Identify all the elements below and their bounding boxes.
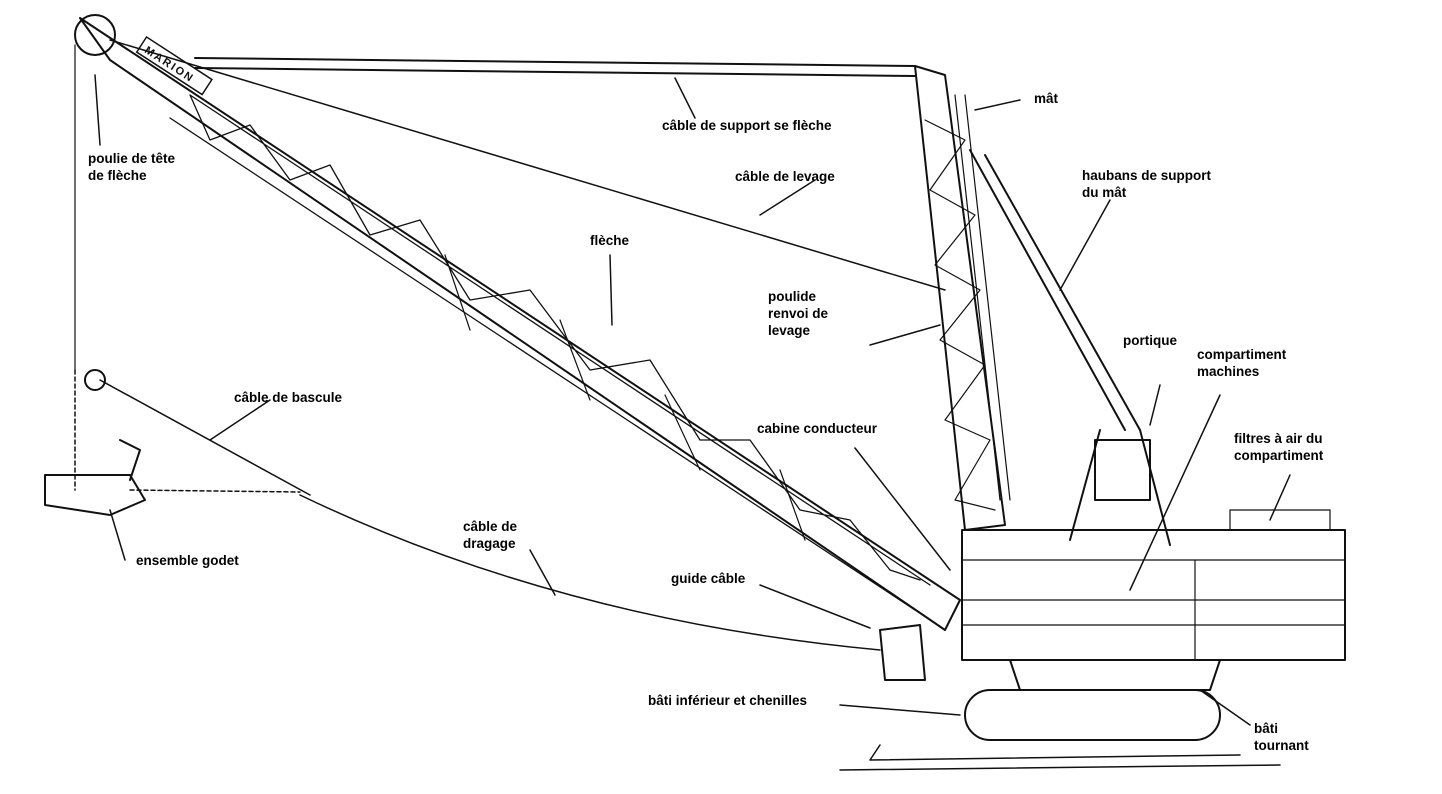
hoist-cable: [109, 39, 946, 291]
ground: [839, 744, 1281, 771]
label-line: dragage: [463, 536, 516, 551]
boom-outline: [79, 17, 961, 631]
label-line: câble de: [463, 519, 518, 534]
house-details: [961, 509, 1346, 661]
label-line: portique: [1123, 333, 1177, 348]
label-portique: portique: [1123, 332, 1177, 349]
label-filtres-air: filtres à air du compartiment: [1234, 430, 1323, 464]
label-poulide-renvoi-levage: poulide renvoi de levage: [768, 288, 828, 339]
mast-ladder: [954, 94, 1011, 501]
label-line: machines: [1197, 364, 1260, 379]
label-line: compartiment: [1197, 347, 1287, 362]
label-ensemble-godet: ensemble godet: [136, 552, 239, 569]
label-line: guide câble: [671, 571, 746, 586]
drag-cable: [299, 494, 881, 651]
label-guide-cable: guide câble: [671, 570, 745, 587]
label-cable-support-fleche: câble de support se flèche: [662, 117, 832, 134]
label-line: poulie de tête: [88, 151, 176, 166]
label-compartiment-machines: compartiment machines: [1197, 346, 1286, 380]
label-line: tournant: [1254, 738, 1309, 753]
label-bati-inferieur-chenilles: bâti inférieur et chenilles: [648, 692, 807, 709]
boom-lattice: [169, 94, 931, 611]
label-line: câble de levage: [735, 169, 835, 184]
dump-cable: [99, 379, 311, 496]
label-fleche: flèche: [590, 232, 629, 249]
boom-support-cable: [194, 57, 916, 77]
undercarriage: [1009, 659, 1221, 691]
label-line: bâti: [1254, 721, 1279, 736]
mast: [914, 65, 1006, 531]
label-line: câble de bascule: [234, 390, 343, 405]
gantry: [1069, 429, 1171, 546]
label-line: compartiment: [1234, 448, 1324, 463]
label-haubans-support-mat: haubans de support du mât: [1082, 167, 1211, 201]
label-line: bâti inférieur et chenilles: [648, 693, 808, 708]
label-poulie-tete-fleche: poulie de tête de flèche: [88, 150, 175, 184]
label-cable-levage: câble de levage: [735, 168, 835, 185]
label-line: levage: [768, 323, 811, 338]
mast-stays: [969, 149, 1141, 431]
label-mat: mât: [1034, 90, 1058, 107]
dump-sheave: [84, 369, 106, 391]
label-line: poulide: [768, 289, 816, 304]
label-line: de flèche: [88, 168, 147, 183]
house: [961, 529, 1346, 661]
label-bati-tournant: bâti tournant: [1254, 720, 1309, 754]
crawler: [964, 689, 1221, 741]
label-line: du mât: [1082, 185, 1127, 200]
label-line: ensemble godet: [136, 553, 239, 568]
label-line: haubans de support: [1082, 168, 1212, 183]
fairlead: [879, 624, 926, 681]
label-line: flèche: [590, 233, 630, 248]
leader-lines: [94, 74, 1291, 726]
label-cable-dragage: câble de dragage: [463, 518, 517, 552]
chains: [74, 369, 301, 493]
label-cable-bascule: câble de bascule: [234, 389, 342, 406]
boom-web: [444, 254, 806, 541]
label-line: cabine conducteur: [757, 421, 878, 436]
boom-point-sheave: [74, 14, 116, 56]
label-line: mât: [1034, 91, 1059, 106]
bucket: [44, 439, 146, 516]
mast-lattice: [924, 119, 996, 511]
label-line: câble de support se flèche: [662, 118, 832, 133]
label-line: renvoi de: [768, 306, 829, 321]
label-line: filtres à air du: [1234, 431, 1323, 446]
label-cabine-conducteur: cabine conducteur: [757, 420, 877, 437]
logo-box: [135, 35, 213, 96]
